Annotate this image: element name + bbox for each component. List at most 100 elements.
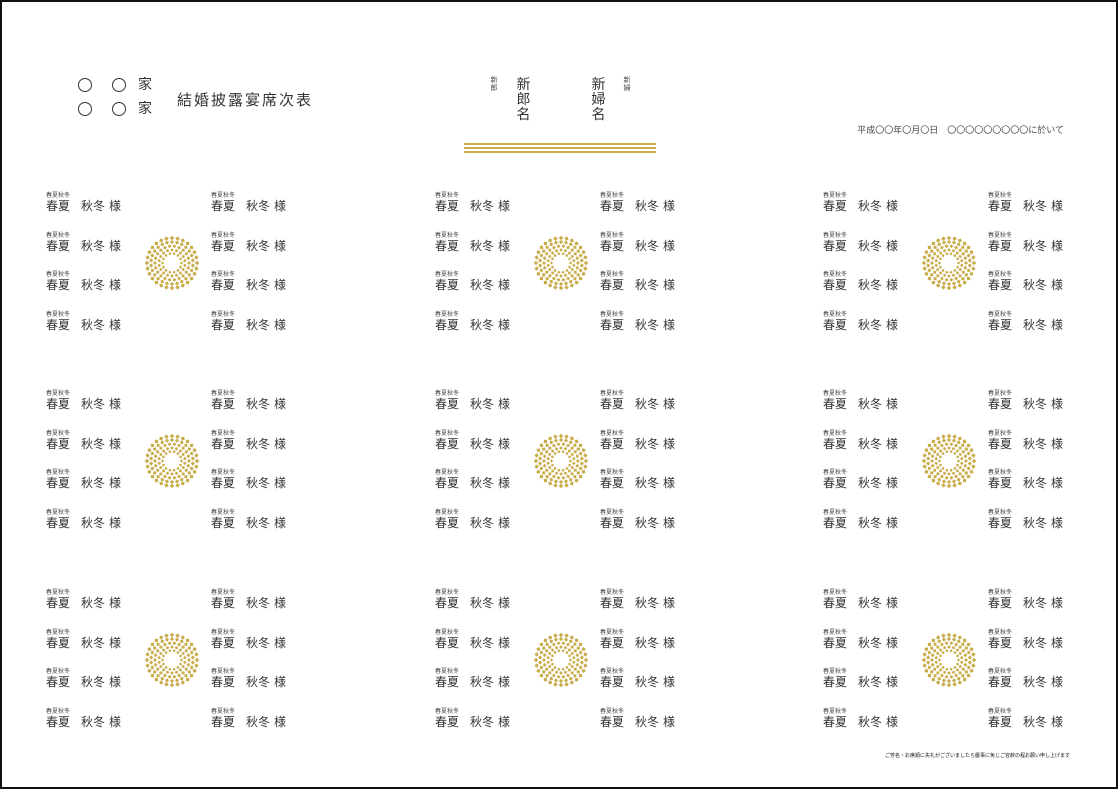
guest-given-name: 秋冬 bbox=[635, 476, 660, 490]
guest-given-name: 秋冬 bbox=[470, 199, 495, 213]
guest-honorific: 様 bbox=[498, 436, 511, 451]
guest-family-name: 春夏 bbox=[823, 436, 848, 451]
groom-name-char: 郎 bbox=[516, 92, 531, 108]
guest-given-name: 秋冬 bbox=[1023, 436, 1048, 451]
guest-name: 春夏秋冬様 bbox=[435, 239, 525, 254]
guest-name: 春夏秋冬様 bbox=[435, 199, 525, 214]
guest-furigana: 春夏秋冬 bbox=[823, 628, 848, 636]
guest-furigana: 春夏秋冬 bbox=[988, 192, 1013, 199]
guest-furigana: 春夏秋冬 bbox=[988, 628, 1013, 636]
guest-family-name: 春夏 bbox=[600, 199, 625, 213]
guest-honorific: 様 bbox=[663, 199, 676, 213]
guest-seat: 春夏秋冬春夏秋冬様 bbox=[435, 509, 525, 531]
guest-seat: 春夏秋冬春夏秋冬様 bbox=[211, 589, 301, 611]
guest-honorific: 様 bbox=[274, 199, 287, 213]
guest-given-name: 秋冬 bbox=[635, 397, 660, 411]
guest-family-name: 春夏 bbox=[600, 596, 625, 610]
guest-given-name: 秋冬 bbox=[81, 635, 106, 650]
guest-seat: 春夏秋冬春夏秋冬様 bbox=[211, 390, 301, 412]
guest-seat: 春夏秋冬春夏秋冬様 bbox=[600, 708, 690, 730]
guest-family-name: 春夏 bbox=[823, 635, 848, 650]
guest-given-name: 秋冬 bbox=[81, 317, 106, 332]
guest-given-name: 秋冬 bbox=[858, 714, 883, 729]
groom-name-char: 名 bbox=[516, 107, 531, 123]
guest-honorific: 様 bbox=[663, 714, 676, 729]
guest-family-name: 春夏 bbox=[988, 199, 1013, 213]
guest-seat: 春夏秋冬春夏秋冬様 bbox=[211, 629, 301, 651]
guest-family-name: 春夏 bbox=[600, 476, 625, 490]
guest-family-name: 春夏 bbox=[211, 317, 236, 332]
guest-given-name: 秋冬 bbox=[470, 238, 495, 253]
family-name-placeholder bbox=[78, 102, 92, 116]
guest-name: 春夏秋冬様 bbox=[600, 239, 690, 254]
guest-seat: 春夏秋冬春夏秋冬様 bbox=[600, 589, 690, 611]
guest-name: 春夏秋冬様 bbox=[46, 318, 136, 333]
guest-seat: 春夏秋冬春夏秋冬様 bbox=[435, 708, 525, 730]
guest-family-name: 春夏 bbox=[435, 635, 460, 650]
guest-furigana: 春夏秋冬 bbox=[600, 589, 625, 596]
guest-given-name: 秋冬 bbox=[81, 436, 106, 451]
guest-family-name: 春夏 bbox=[988, 397, 1013, 411]
guest-seat: 春夏秋冬春夏秋冬様 bbox=[211, 271, 301, 293]
guest-family-name: 春夏 bbox=[600, 317, 625, 332]
guest-honorific: 様 bbox=[274, 714, 287, 729]
families-block: 家 家 bbox=[78, 73, 152, 121]
guest-family-name: 春夏 bbox=[823, 278, 848, 292]
guest-family-name: 春夏 bbox=[435, 238, 460, 253]
guest-furigana: 春夏秋冬 bbox=[600, 628, 625, 636]
guest-given-name: 秋冬 bbox=[635, 238, 660, 253]
guest-family-name: 春夏 bbox=[823, 596, 848, 610]
guest-name: 春夏秋冬様 bbox=[988, 397, 1078, 412]
guest-honorific: 様 bbox=[1051, 397, 1064, 411]
guest-name: 春夏秋冬様 bbox=[988, 239, 1078, 254]
guest-family-name: 春夏 bbox=[435, 675, 460, 689]
guest-furigana: 春夏秋冬 bbox=[46, 668, 71, 675]
guest-name: 春夏秋冬様 bbox=[211, 239, 301, 254]
bride-name-char: 新 bbox=[591, 77, 606, 93]
guest-seat: 春夏秋冬春夏秋冬様 bbox=[46, 192, 136, 214]
footer-note: ご芳名・お席順に失礼がございましたら慶事に免じご容赦の程お願い申し上げます bbox=[884, 753, 1070, 759]
guest-name: 春夏秋冬様 bbox=[46, 596, 136, 611]
guest-given-name: 秋冬 bbox=[635, 317, 660, 332]
guest-honorific: 様 bbox=[274, 515, 287, 530]
guest-honorific: 様 bbox=[274, 596, 287, 610]
guest-family-name: 春夏 bbox=[600, 278, 625, 292]
guest-seat: 春夏秋冬春夏秋冬様 bbox=[988, 469, 1078, 491]
guest-seat: 春夏秋冬春夏秋冬様 bbox=[600, 469, 690, 491]
guest-furigana: 春夏秋冬 bbox=[988, 390, 1013, 397]
guest-name: 春夏秋冬様 bbox=[988, 636, 1078, 651]
guest-given-name: 秋冬 bbox=[81, 199, 106, 213]
guest-family-name: 春夏 bbox=[435, 199, 460, 213]
guest-family-name: 春夏 bbox=[435, 397, 460, 411]
guest-given-name: 秋冬 bbox=[858, 317, 883, 332]
guest-honorific: 様 bbox=[886, 476, 899, 490]
guest-name: 春夏秋冬様 bbox=[46, 397, 136, 412]
family-suffix: 家 bbox=[138, 77, 152, 93]
guest-given-name: 秋冬 bbox=[81, 397, 106, 411]
guest-seat: 春夏秋冬春夏秋冬様 bbox=[988, 509, 1078, 531]
guest-furigana: 春夏秋冬 bbox=[46, 628, 71, 636]
guest-furigana: 春夏秋冬 bbox=[211, 508, 236, 516]
guest-given-name: 秋冬 bbox=[635, 714, 660, 729]
guest-family-name: 春夏 bbox=[988, 436, 1013, 451]
guest-name: 春夏秋冬様 bbox=[46, 715, 136, 730]
gold-divider bbox=[464, 143, 656, 155]
guest-given-name: 秋冬 bbox=[858, 199, 883, 213]
guest-family-name: 春夏 bbox=[46, 199, 71, 213]
guest-family-name: 春夏 bbox=[435, 714, 460, 729]
guest-seat: 春夏秋冬春夏秋冬様 bbox=[211, 469, 301, 491]
guest-furigana: 春夏秋冬 bbox=[988, 589, 1013, 596]
guest-seat: 春夏秋冬春夏秋冬様 bbox=[600, 509, 690, 531]
guest-given-name: 秋冬 bbox=[246, 515, 271, 530]
guest-furigana: 春夏秋冬 bbox=[435, 707, 460, 715]
guest-furigana: 春夏秋冬 bbox=[823, 390, 848, 397]
guest-name: 春夏秋冬様 bbox=[988, 318, 1078, 333]
guest-table: 春夏秋冬春夏秋冬様春夏秋冬春夏秋冬様春夏秋冬春夏秋冬様春夏秋冬春夏秋冬様春夏秋冬… bbox=[431, 192, 691, 342]
guest-table: 春夏秋冬春夏秋冬様春夏秋冬春夏秋冬様春夏秋冬春夏秋冬様春夏秋冬春夏秋冬様春夏秋冬… bbox=[819, 390, 1079, 540]
guest-seat: 春夏秋冬春夏秋冬様 bbox=[211, 430, 301, 452]
guest-name: 春夏秋冬様 bbox=[46, 437, 136, 452]
guest-given-name: 秋冬 bbox=[858, 596, 883, 610]
chrysanthemum-icon bbox=[143, 432, 201, 490]
guest-seat: 春夏秋冬春夏秋冬様 bbox=[823, 311, 913, 333]
guest-furigana: 春夏秋冬 bbox=[988, 429, 1013, 437]
